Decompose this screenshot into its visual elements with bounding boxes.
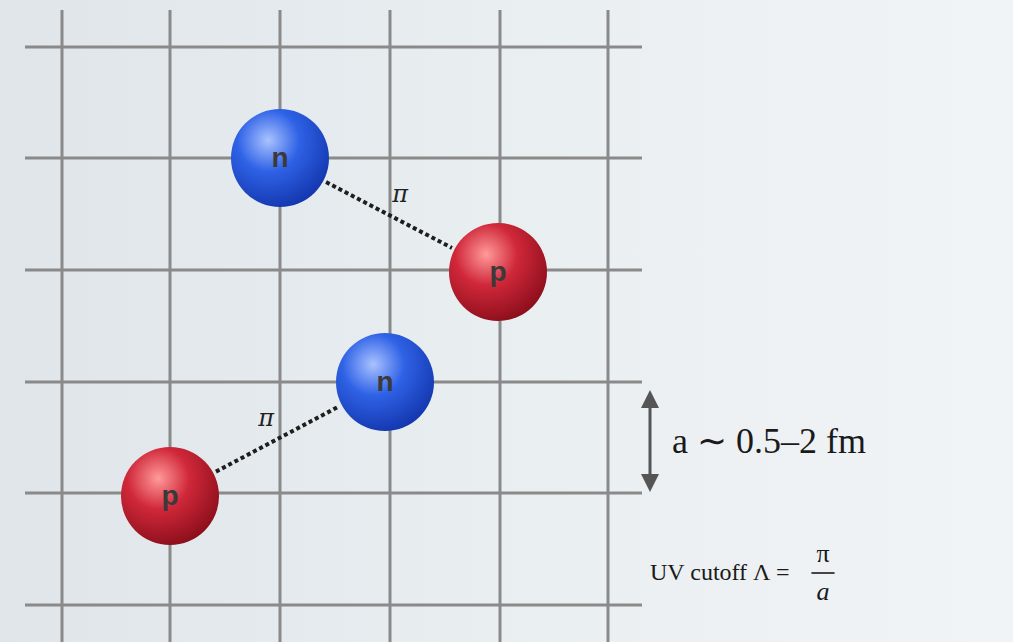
neutron-circle: n	[230, 108, 330, 208]
particle-letter: n	[271, 142, 288, 174]
cutoff-text: UV cutoff Λ =	[650, 559, 789, 586]
circle-fill	[121, 447, 219, 545]
pion-exchange-line	[216, 406, 339, 471]
particle-letter: p	[161, 480, 178, 512]
proton-circle: p	[120, 446, 220, 546]
pion-exchange-line	[326, 182, 452, 248]
neutron-circle: n	[335, 332, 435, 432]
fraction-denominator: a	[816, 577, 829, 607]
pion-label: π	[258, 404, 274, 432]
grid-lines	[25, 10, 642, 642]
particle-letter: p	[489, 256, 506, 288]
fraction-numerator: π	[816, 539, 829, 569]
particle-letter: n	[376, 366, 393, 398]
lattice-spacing: a ∼ 0.5–2 fm	[672, 420, 866, 462]
circle-fill	[449, 223, 547, 321]
pion-label: π	[392, 180, 408, 208]
spacing-arrow	[641, 390, 659, 492]
fraction-bar	[811, 572, 834, 574]
circle-fill	[231, 109, 329, 207]
circle-fill	[336, 333, 434, 431]
proton-circle: p	[448, 222, 548, 322]
